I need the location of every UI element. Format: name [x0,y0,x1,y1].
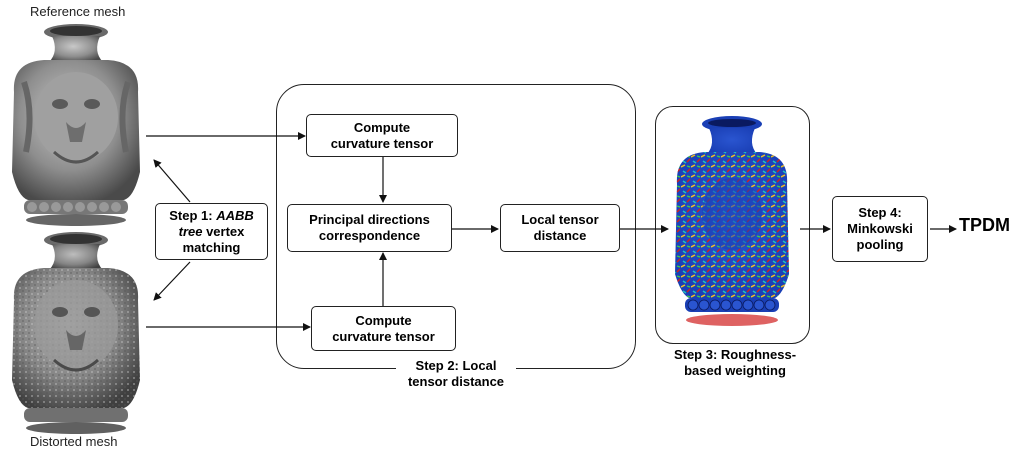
compute-curvature-top-label: Compute curvature tensor [330,119,434,151]
distorted-mesh-image [12,232,140,434]
step3-container [655,106,810,344]
step1-label-italic: AABB tree [178,207,254,239]
step4-box: Step 4: Minkowski pooling [832,196,928,262]
reference-mesh-image [12,24,140,226]
principal-directions-label: Principal directions correspondence [309,212,430,243]
distorted-mesh-caption: Distorted mesh [30,434,118,449]
reference-mesh-caption: Reference mesh [30,4,126,19]
step3-label: Step 3: Roughness-based weighting [673,347,797,378]
step4-label: Step 4: Minkowski pooling [847,205,913,252]
compute-curvature-top-box: Compute curvature tensor [306,114,458,157]
roughness-heatmap-image [675,116,789,326]
local-tensor-distance-label: Local tensor distance [521,212,599,243]
step1-box: Step 1: AABB tree vertex matching [155,203,268,260]
local-tensor-distance-box: Local tensor distance [500,204,620,252]
principal-directions-box: Principal directions correspondence [287,204,452,252]
compute-curvature-bottom-label: Compute curvature tensor [332,312,435,344]
step2-label: Step 2: Local tensor distance [396,358,516,390]
tpdm-output-label: TPDM [959,215,1010,235]
compute-curvature-bottom-box: Compute curvature tensor [311,306,456,351]
step1-label-suffix: vertex matching [182,223,245,255]
step1-label-prefix: Step 1: [169,207,217,223]
